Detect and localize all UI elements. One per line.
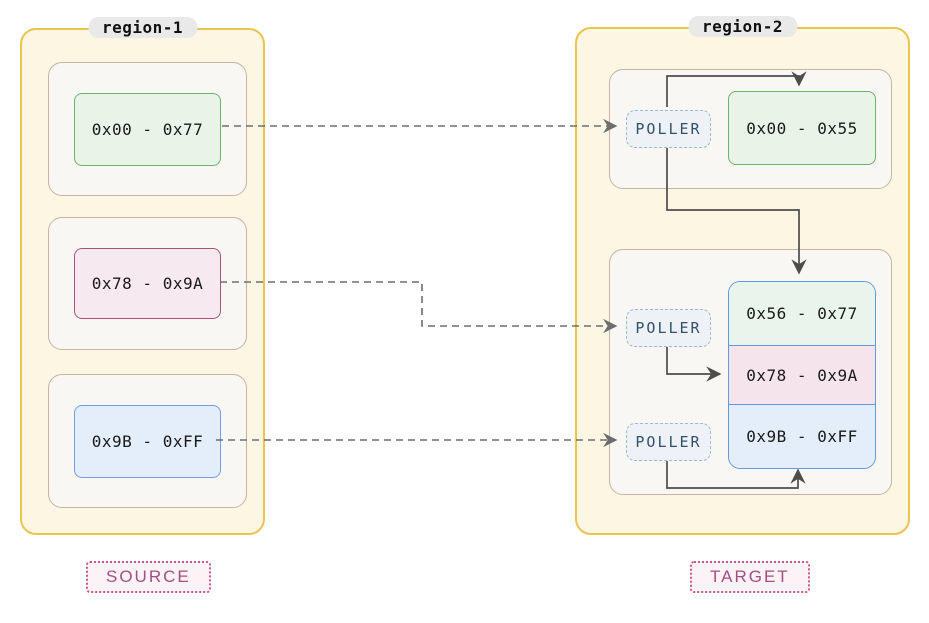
region-1: region-1 0x00 - 0x77 0x78 - 0x9A 0x9B - … — [20, 17, 265, 535]
region-1-title: region-1 — [87, 17, 198, 38]
target-container-bottom: POLLER POLLER 0x56 - 0x77 0x78 - 0x9A 0x… — [609, 249, 892, 495]
source-block-0x00-0x77: 0x00 - 0x77 — [74, 92, 221, 166]
target-block-0x78-0x9A: 0x78 - 0x9A — [729, 345, 875, 405]
solid-arrow-poller2-stack-middle — [666, 343, 722, 382]
solid-arrow-poller3-stack-bottom — [666, 458, 806, 489]
solid-arrow-poller1-stack-top — [666, 145, 807, 275]
poller-2: POLLER — [626, 309, 711, 347]
source-block-0x9B-0xFF: 0x9B - 0xFF — [74, 404, 221, 478]
poller-3: POLLER — [626, 423, 711, 461]
target-block-0x56-0x77: 0x56 - 0x77 — [729, 282, 875, 346]
source-tag: SOURCE — [86, 561, 211, 593]
poller-1: POLLER — [626, 110, 711, 148]
target-container-top: POLLER 0x00 - 0x55 — [609, 69, 892, 189]
source-container-3: 0x9B - 0xFF — [48, 374, 247, 508]
solid-arrow-poller1-top-block — [666, 71, 807, 107]
source-container-1: 0x00 - 0x77 — [48, 62, 247, 196]
target-block-0x9B-0xFF: 0x9B - 0xFF — [729, 404, 875, 468]
source-block-0x78-0x9A: 0x78 - 0x9A — [74, 248, 221, 319]
source-container-2: 0x78 - 0x9A — [48, 217, 247, 350]
target-tag: TARGET — [690, 561, 810, 593]
dashed-arrow-src2-poller2 — [220, 281, 618, 334]
region-2-title: region-2 — [687, 16, 798, 37]
region-2: region-2 POLLER 0x00 - 0x55 POLLER POLLE… — [575, 16, 910, 535]
target-stacked-blocks: 0x56 - 0x77 0x78 - 0x9A 0x9B - 0xFF — [728, 281, 876, 469]
target-block-0x00-0x55: 0x00 - 0x55 — [728, 91, 876, 165]
